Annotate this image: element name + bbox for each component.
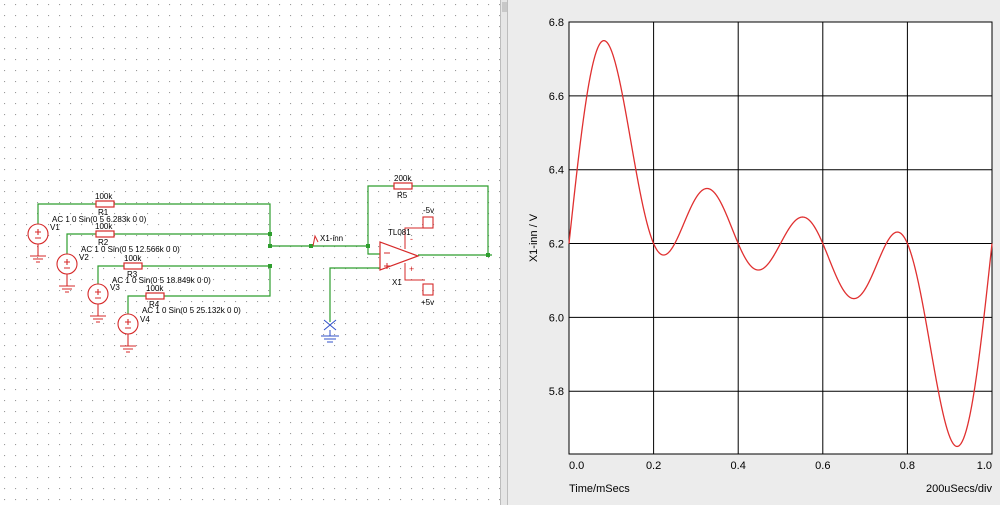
resistor-r3[interactable] (123, 262, 143, 270)
plot-area (568, 21, 993, 455)
x-tick-label: 0.4 (731, 460, 746, 472)
y-tick-label: 6.6 (549, 91, 564, 103)
svg-text:+: + (409, 264, 414, 274)
y-tick-label: 6.4 (549, 165, 564, 177)
pos-supply-label: +5v (421, 298, 434, 307)
v4-spec: AC 1 0 Sin(0 5 25.132k 0 0) (142, 306, 241, 315)
ground-symbol (321, 319, 339, 343)
neg-supply-terminal[interactable] (422, 216, 434, 229)
probe-label: X1-inn (320, 234, 343, 243)
y-tick-label: 6.2 (549, 239, 564, 251)
pos-supply-terminal[interactable] (422, 283, 434, 296)
r1-name: R1 (98, 208, 109, 217)
y-axis-label: X1-inn / V (528, 213, 540, 262)
x-tick-label: 0.2 (646, 460, 661, 472)
opamp-name: X1 (392, 278, 402, 287)
probe-marker[interactable] (312, 234, 319, 247)
r4-value: 100k (146, 284, 164, 293)
resistor-r4[interactable] (145, 292, 165, 300)
opamp-model: TL081 (388, 228, 411, 237)
trace-x1-inn (568, 40, 993, 448)
r2-name: R2 (98, 238, 109, 247)
y-tick-labels: 5.8 6.0 6.2 6.4 6.6 6.8 (549, 17, 564, 398)
y-tick-label: 6.0 (549, 312, 564, 324)
x-axis-label: Time/mSecs (569, 483, 630, 495)
source-v4[interactable] (117, 313, 139, 353)
wires (37, 185, 492, 322)
v3-name: V3 (110, 283, 120, 292)
y-tick-label: 6.8 (549, 17, 564, 29)
v2-name: V2 (79, 253, 89, 262)
schematic-scrollbar[interactable] (500, 0, 508, 505)
x-tick-label: 1.0 (977, 460, 992, 472)
x-tick-label: 0.8 (900, 460, 915, 472)
source-v2[interactable] (56, 253, 78, 293)
v1-name: V1 (50, 223, 60, 232)
resistor-r5[interactable] (393, 182, 413, 190)
scrollbar-thumb[interactable] (502, 2, 507, 12)
x-tick-labels: 0.0 0.2 0.4 0.6 0.8 1.0 (569, 460, 992, 472)
x-tick-label: 0.6 (815, 460, 830, 472)
opamp-x1[interactable]: - + (379, 227, 425, 281)
graph-canvas[interactable]: 5.8 6.0 6.2 6.4 6.6 6.8 0.0 0.2 0.4 0.6 0.8 1.0 X1… (508, 0, 1000, 505)
neg-supply-label: -5v (423, 206, 434, 215)
r5-value: 200k (394, 174, 412, 183)
v2-spec: AC 1 0 Sin(0 5 12.566k 0 0) (81, 245, 180, 254)
source-v1[interactable] (27, 223, 49, 263)
schematic-panel[interactable]: 100k R1 100k R2 100k R3 100k R4 200k R5 … (0, 0, 500, 505)
v4-name: V4 (140, 315, 150, 324)
grid-dots (0, 0, 500, 505)
junction-dots (268, 232, 490, 268)
source-v3[interactable] (87, 283, 109, 323)
scale-note: 200uSecs/div (926, 483, 993, 495)
y-tick-label: 5.8 (549, 386, 564, 398)
r2-value: 100k (95, 222, 113, 231)
schematic-canvas[interactable]: 100k R1 100k R2 100k R3 100k R4 200k R5 … (0, 0, 500, 505)
r5-name: R5 (397, 191, 408, 200)
v1-spec: AC 1 0 Sin(0 5 6.283k 0 0) (52, 215, 147, 224)
r4-name: R4 (149, 300, 160, 309)
r3-value: 100k (124, 254, 142, 263)
graph-panel[interactable]: 5.8 6.0 6.2 6.4 6.6 6.8 0.0 0.2 0.4 0.6 0.8 1.0 X1… (508, 0, 1000, 505)
resistor-r1[interactable] (95, 200, 115, 208)
r1-value: 100k (95, 192, 113, 201)
x-tick-label: 0.0 (569, 460, 584, 472)
svg-text:-: - (410, 234, 413, 244)
resistor-r2[interactable] (95, 230, 115, 238)
r3-name: R3 (127, 270, 138, 279)
v3-spec: AC 1 0 Sin(0 5 18.849k 0 0) (112, 276, 211, 285)
